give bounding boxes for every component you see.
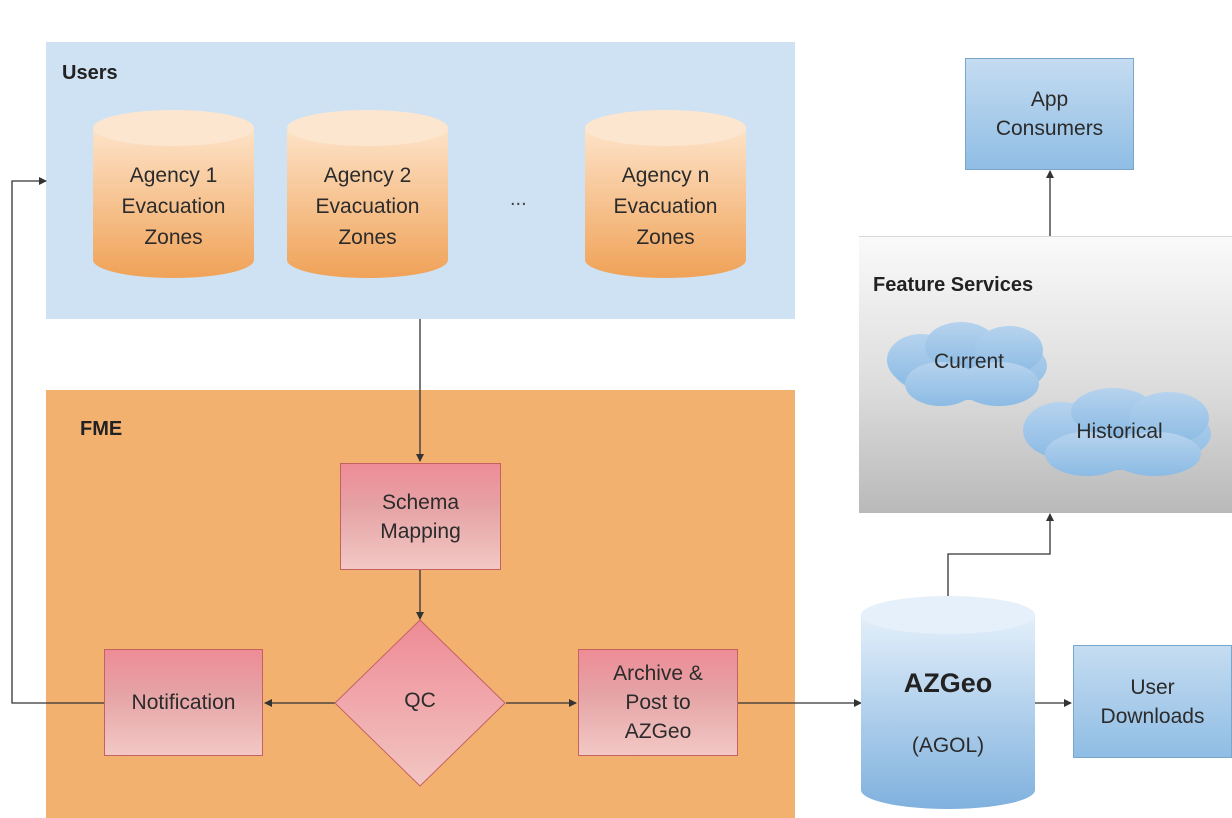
agency-2-cylinder: Agency 2 Evacuation Zones bbox=[287, 110, 448, 278]
cloud-historical: Historical bbox=[1017, 384, 1222, 480]
qc-label: QC bbox=[404, 689, 436, 712]
users-panel-title: Users bbox=[62, 62, 118, 84]
azgeo-cylinder: AZGeo (AGOL) bbox=[861, 596, 1035, 809]
arrow-notification-to-users bbox=[11, 177, 104, 704]
qc-decision-diamond: QC bbox=[334, 619, 506, 787]
agency-n-cylinder: Agency n Evacuation Zones bbox=[585, 110, 746, 278]
schema-mapping-box: Schema Mapping bbox=[340, 463, 501, 570]
cloud-historical-label: Historical bbox=[1076, 420, 1163, 443]
azgeo-title: AZGeo bbox=[903, 668, 993, 698]
agency-2-label: Agency 2 Evacuation Zones bbox=[315, 164, 420, 249]
notification-label: Notification bbox=[131, 691, 236, 714]
agency-n-label: Agency n Evacuation Zones bbox=[613, 164, 718, 249]
cylinder-shape bbox=[287, 110, 448, 278]
cloud-icon bbox=[887, 322, 1047, 406]
fme-panel-title: FME bbox=[80, 418, 123, 440]
cloud-current-label: Current bbox=[933, 350, 1005, 373]
app-consumers-label: App Consumers bbox=[995, 88, 1104, 140]
feature-services-title: Feature Services bbox=[873, 274, 1034, 296]
user-downloads-label: User Downloads bbox=[1100, 675, 1205, 728]
archive-post-box: Archive & Post to AZGeo bbox=[578, 649, 738, 756]
cloud-icon bbox=[1023, 388, 1211, 476]
cylinder-shape bbox=[93, 110, 254, 278]
notification-box: Notification bbox=[104, 649, 263, 756]
diamond-shape bbox=[334, 619, 506, 787]
cylinder-shape bbox=[585, 110, 746, 278]
azgeo-subtitle: (AGOL) bbox=[911, 734, 985, 757]
cylinder-shape bbox=[861, 596, 1035, 809]
cloud-current: Current bbox=[881, 318, 1057, 410]
archive-post-label: Archive & Post to AZGeo bbox=[613, 662, 703, 743]
arrow-azgeo-to-feature-services bbox=[947, 513, 1054, 598]
schema-mapping-label: Schema Mapping bbox=[380, 490, 461, 543]
more-agencies-ellipsis: ... bbox=[510, 188, 527, 210]
agency-1-label: Agency 1 Evacuation Zones bbox=[121, 164, 226, 249]
user-downloads-box: User Downloads bbox=[1073, 645, 1232, 758]
app-consumers-box: App Consumers bbox=[965, 58, 1134, 170]
agency-1-cylinder: Agency 1 Evacuation Zones bbox=[93, 110, 254, 278]
